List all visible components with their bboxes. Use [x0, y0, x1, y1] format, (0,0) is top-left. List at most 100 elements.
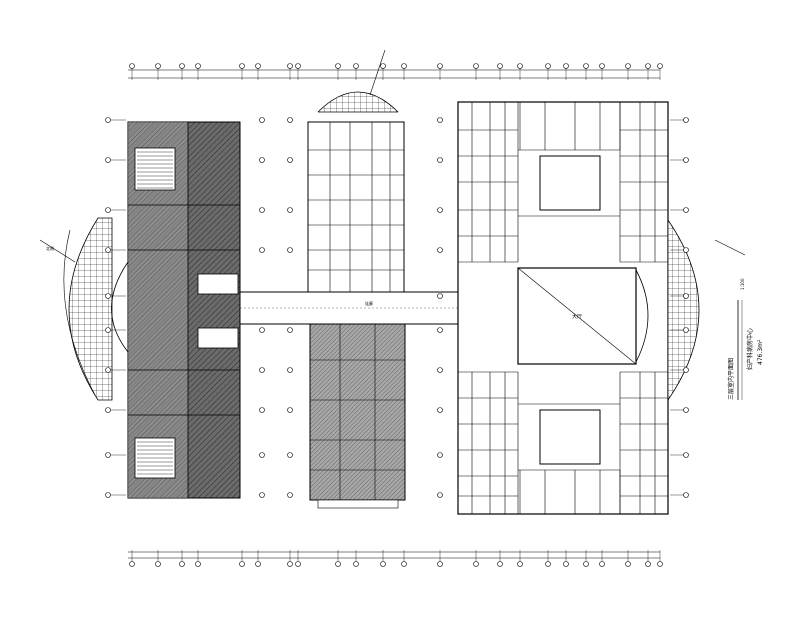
axis-bubble — [129, 63, 135, 69]
axis-bubble — [105, 367, 111, 373]
hall-diagonal — [517, 267, 637, 365]
axis-bubble — [105, 207, 111, 213]
axis-bubble — [105, 327, 111, 333]
left-wing — [127, 121, 241, 499]
axis-bubble — [287, 492, 293, 498]
axis-bubble — [259, 117, 265, 123]
top-axis-lines — [128, 69, 660, 79]
axis-bubble — [239, 561, 245, 567]
corridor-label: 连廊 — [365, 300, 373, 306]
axis-bubble — [545, 561, 551, 567]
axis-bubble — [517, 561, 523, 567]
right-dome — [635, 218, 700, 402]
axis-bubble — [195, 561, 201, 567]
axis-bubble — [625, 63, 631, 69]
axis-bubble — [287, 452, 293, 458]
axis-bubble — [105, 247, 111, 253]
axis-bubble — [683, 367, 689, 373]
axis-bubble — [105, 407, 111, 413]
axis-bubble — [287, 367, 293, 373]
axis-bubble — [105, 157, 111, 163]
scale-note: 1:100 — [740, 278, 745, 290]
axis-bubble — [437, 293, 443, 299]
axis-bubble — [473, 63, 479, 69]
bottom-axis-lines — [128, 551, 660, 559]
axis-bubble — [353, 63, 359, 69]
axis-bubble — [287, 63, 293, 69]
axis-bubble — [599, 561, 605, 567]
axis-bubble — [105, 293, 111, 299]
axis-bubble — [645, 561, 651, 567]
axis-bubble — [497, 561, 503, 567]
axis-bubble — [437, 452, 443, 458]
axis-bubble — [105, 117, 111, 123]
axis-bubble — [437, 327, 443, 333]
axis-bubble — [295, 561, 301, 567]
axis-bubble — [259, 407, 265, 413]
hall-label: 大厅 — [572, 313, 582, 320]
axis-bubble — [545, 63, 551, 69]
axis-bubble — [179, 63, 185, 69]
left-dome — [63, 217, 129, 401]
axis-bubble — [645, 63, 651, 69]
axis-bubble — [401, 63, 407, 69]
axis-bubble — [259, 327, 265, 333]
section-marks — [39, 49, 746, 263]
axis-bubble — [683, 247, 689, 253]
title-block: 三层室内平面图 妇产科病房中心 476.3m² 1:100 — [727, 278, 764, 400]
axis-bubble — [259, 452, 265, 458]
axis-bubble — [437, 561, 443, 567]
axis-bubble — [380, 561, 386, 567]
axis-bubble — [259, 157, 265, 163]
axis-bubble — [259, 247, 265, 253]
axis-bubble — [179, 561, 185, 567]
axis-bubble — [437, 367, 443, 373]
axis-bubble — [259, 207, 265, 213]
axis-bubble — [437, 247, 443, 253]
axis-bubble — [401, 561, 407, 567]
area-value: 476.3m² — [757, 339, 764, 365]
axis-bubble — [683, 492, 689, 498]
right-block — [457, 101, 669, 515]
axis-bubble — [335, 63, 341, 69]
axis-bubble — [563, 561, 569, 567]
axis-bubble — [599, 63, 605, 69]
axis-bubble — [583, 63, 589, 69]
middle-block — [307, 91, 406, 509]
top-axis-marks — [129, 63, 663, 80]
axis-bubble — [287, 327, 293, 333]
axis-bubble — [683, 157, 689, 163]
axis-bubble — [105, 452, 111, 458]
axis-bubble — [295, 63, 301, 69]
bottom-axis-marks — [129, 550, 663, 567]
axis-bubble — [155, 63, 161, 69]
axis-bubble — [287, 117, 293, 123]
axis-bubble — [353, 561, 359, 567]
axis-bubble — [497, 63, 503, 69]
axis-bubble — [563, 63, 569, 69]
axis-bubble — [437, 157, 443, 163]
axis-bubble — [437, 207, 443, 213]
axis-bubble — [517, 63, 523, 69]
axis-bubble — [683, 207, 689, 213]
axis-bubble — [155, 561, 161, 567]
axis-bubble — [437, 117, 443, 123]
left-axis-marks — [105, 117, 293, 498]
axis-bubble — [195, 63, 201, 69]
axis-bubble — [683, 293, 689, 299]
axis-bubble — [287, 207, 293, 213]
axis-bubble — [437, 407, 443, 413]
axis-bubble — [239, 63, 245, 69]
axis-bubble — [287, 407, 293, 413]
axis-bubble — [287, 157, 293, 163]
axis-bubble — [255, 63, 261, 69]
axis-bubble — [129, 561, 135, 567]
axis-bubble — [380, 63, 386, 69]
axis-bubble — [437, 492, 443, 498]
axis-bubble — [255, 561, 261, 567]
axis-bubble — [683, 452, 689, 458]
axis-bubble — [683, 327, 689, 333]
axis-bubble — [625, 561, 631, 567]
axis-bubble — [683, 407, 689, 413]
